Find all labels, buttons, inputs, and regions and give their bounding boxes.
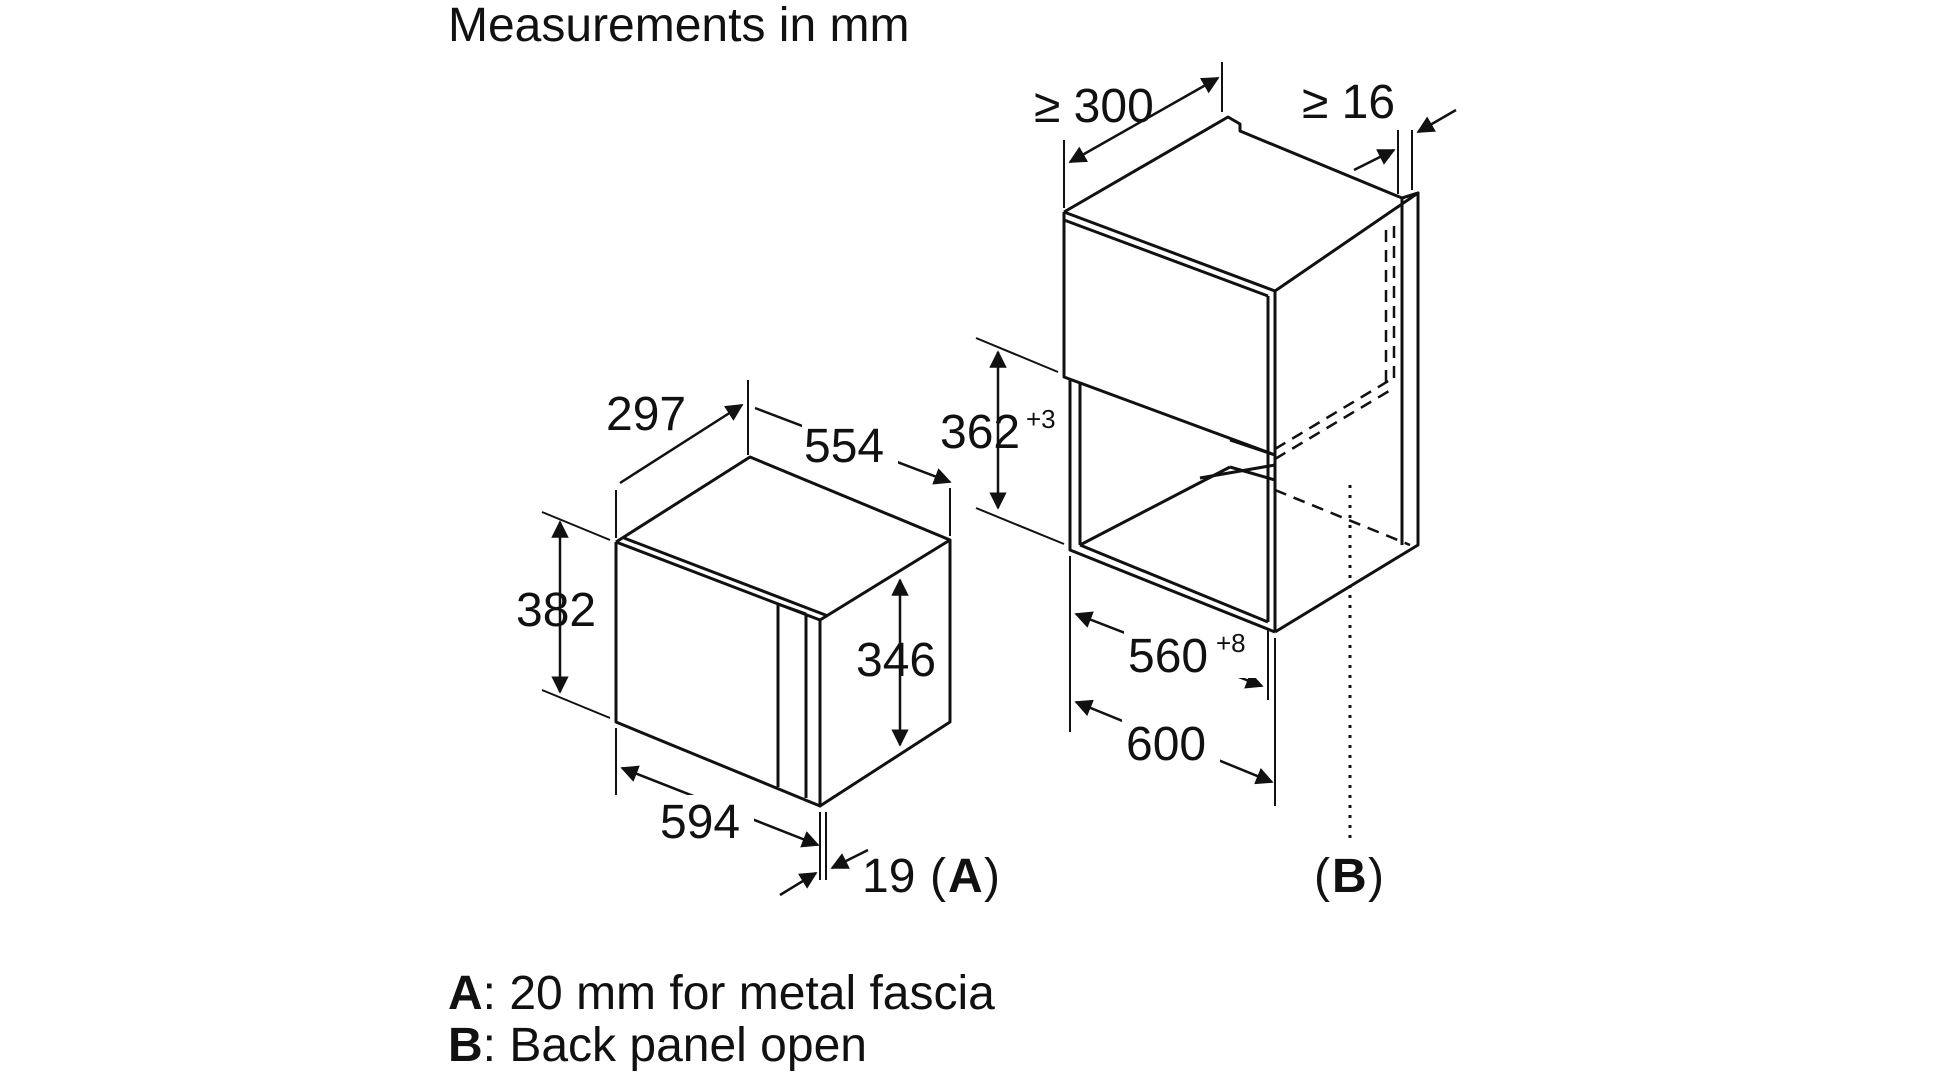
- label-b-paren-close: ): [1368, 850, 1384, 903]
- label-19-paren-close: ): [984, 850, 1000, 903]
- cabinet-hidden-lines: [1274, 226, 1411, 547]
- diagram-title: Measurements in mm: [448, 0, 910, 52]
- legend-b: B: Back panel open: [448, 1020, 867, 1072]
- arrow-16-right: [1416, 108, 1457, 134]
- legend-a-key: A: [448, 967, 483, 1020]
- label-560-bg: [1124, 628, 1256, 678]
- label-560: 560: [1128, 630, 1208, 683]
- label-19-paren-open: (: [930, 850, 946, 903]
- arrow-297: [619, 403, 744, 485]
- arrow-300: [1068, 76, 1220, 164]
- label-382: 382: [516, 584, 596, 637]
- appliance-outline: [614, 455, 952, 808]
- arrow-19-right: [830, 848, 869, 870]
- label-594: 594: [660, 796, 740, 849]
- label-297: 297: [606, 388, 686, 441]
- legend-a-text: : 20 mm for metal fascia: [482, 967, 995, 1020]
- label-b-paren-open: (: [1314, 850, 1330, 903]
- dimension-arrows: [551, 76, 1457, 897]
- label-600: 600: [1126, 718, 1206, 771]
- label-554: 554: [804, 420, 884, 473]
- label-362: 362: [940, 406, 1020, 459]
- label-594-bg: [656, 795, 754, 845]
- label-346: 346: [856, 634, 936, 687]
- extension-lines: [541, 62, 1413, 880]
- label-600-bg: [1122, 718, 1220, 768]
- label-554-bg: [802, 418, 898, 466]
- legend-b-text: : Back panel open: [482, 1019, 867, 1072]
- label-19: 19: [862, 850, 915, 903]
- arrow-19-left: [779, 871, 818, 897]
- label-ref-b: B: [1332, 850, 1367, 903]
- label-depth-min: ≥ 300: [1034, 80, 1154, 133]
- label-ref-a: A: [948, 850, 983, 903]
- label-362-tol: +3: [1026, 404, 1056, 434]
- label-back-gap: ≥ 16: [1302, 76, 1395, 129]
- legend-b-key: B: [448, 1019, 483, 1072]
- label-560-tol: +8: [1216, 628, 1246, 658]
- legend-a: A: 20 mm for metal fascia: [448, 968, 995, 1020]
- cabinet-outline: [1062, 115, 1420, 634]
- arrow-16-left: [1353, 148, 1396, 172]
